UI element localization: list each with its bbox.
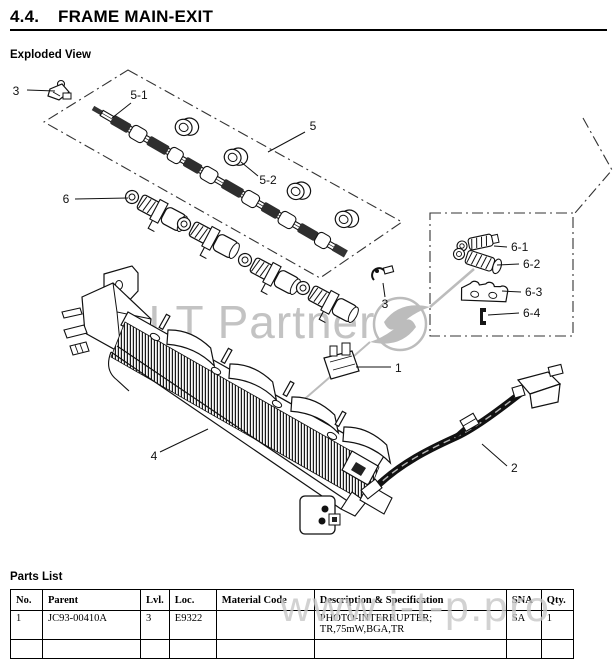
callout-6-label: 6 xyxy=(63,192,70,206)
roller-assembly-1 xyxy=(116,183,192,244)
callout-6-3-label: 6-3 xyxy=(525,285,543,299)
callout-3-mid-label: 3 xyxy=(382,297,389,311)
callout-5-1: 5-1 xyxy=(111,88,148,119)
part-6-3 xyxy=(460,280,509,303)
callout-5-2: 5-2 xyxy=(240,161,277,187)
cell-sna: SA xyxy=(505,610,542,640)
section-title: FRAME MAIN-EXIT xyxy=(58,7,214,26)
callout-6-1: 6-1 xyxy=(493,240,529,254)
bushing-1 xyxy=(171,112,203,142)
bushing-4 xyxy=(331,204,363,234)
part-3-top xyxy=(47,79,72,101)
table-row-partial xyxy=(10,639,574,659)
callout-2-label: 2 xyxy=(511,461,518,475)
callout-2: 2 xyxy=(481,443,518,475)
callout-4-label: 4 xyxy=(151,449,158,463)
callout-5-1-label: 5-1 xyxy=(130,88,148,102)
callout-6-4: 6-4 xyxy=(487,306,541,320)
col-header-sna: SNA xyxy=(505,589,542,611)
callout-5-2-label: 5-2 xyxy=(259,173,277,187)
bushing-3 xyxy=(283,176,315,206)
bushing-2 xyxy=(220,142,252,172)
parts-table-header-row: No. Parent Lvl. Loc. Material Code Descr… xyxy=(10,589,574,611)
brand-watermark-text: I.T Partner xyxy=(148,296,375,348)
section-number: 4.4. xyxy=(10,7,40,26)
part-6-4 xyxy=(480,308,486,325)
detail-box xyxy=(429,212,574,337)
cell-qty: 1 xyxy=(540,610,574,640)
cell-material-code xyxy=(215,610,315,640)
callout-3-top: 3 xyxy=(13,84,56,98)
boundary-rhombus xyxy=(42,69,613,279)
cell-no: 1 xyxy=(10,610,43,640)
callout-6-4-label: 6-4 xyxy=(523,306,541,320)
part-1 xyxy=(323,342,360,380)
part-3-mid xyxy=(371,265,395,281)
parts-list-label: Parts List xyxy=(10,571,63,583)
roller-assembly-2 xyxy=(168,210,244,271)
description-line-1: PHOTO-INTERRUPTER; xyxy=(319,613,433,624)
description-line-2: TR,75mW,BGA,TR xyxy=(319,624,405,635)
part-6-1 xyxy=(456,233,500,252)
callout-5: 5 xyxy=(267,119,317,153)
callout-4: 4 xyxy=(151,428,209,463)
callout-3-top-label: 3 xyxy=(13,84,20,98)
exploded-view-label: Exploded View xyxy=(10,49,91,61)
swoosh-logo xyxy=(299,268,475,404)
cell-description: PHOTO-INTERRUPTER; TR,75mW,BGA,TR xyxy=(313,610,507,640)
cable-assembly xyxy=(360,363,564,500)
callout-1: 1 xyxy=(356,361,402,375)
col-header-description: Description & Specification xyxy=(313,589,507,611)
col-header-lvl: Lvl. xyxy=(140,589,170,611)
table-row: 1 JC93-00410A 3 E9322 PHOTO-INTERRUPTER;… xyxy=(10,610,574,640)
cell-loc: E9322 xyxy=(168,610,217,640)
shaft-assembly xyxy=(91,105,348,258)
cell-lvl: 3 xyxy=(140,610,170,640)
callout-6-1-label: 6-1 xyxy=(511,240,529,254)
callout-6-2-label: 6-2 xyxy=(523,257,541,271)
frame-assembly xyxy=(61,265,393,535)
callout-5-label: 5 xyxy=(310,119,317,133)
col-header-qty: Qty. xyxy=(540,589,574,611)
page-title: 4.4. FRAME MAIN-EXIT xyxy=(10,7,213,27)
callout-6: 6 xyxy=(63,192,129,206)
callout-1-label: 1 xyxy=(395,361,402,375)
col-header-material-code: Material Code xyxy=(215,589,315,611)
roller-assembly-3 xyxy=(229,246,305,307)
col-header-parent: Parent xyxy=(42,589,141,611)
part-6-2 xyxy=(452,247,503,275)
callout-6-2: 6-2 xyxy=(496,257,541,271)
title-underline xyxy=(10,29,607,31)
col-header-loc: Loc. xyxy=(168,589,217,611)
callout-6-3: 6-3 xyxy=(501,285,543,299)
brand-watermark: I.T Partner xyxy=(148,296,375,348)
col-header-no: No. xyxy=(10,589,43,611)
cell-parent: JC93-00410A xyxy=(42,610,141,640)
callout-3-mid: 3 xyxy=(382,282,389,311)
roller-assembly-4 xyxy=(287,274,363,335)
